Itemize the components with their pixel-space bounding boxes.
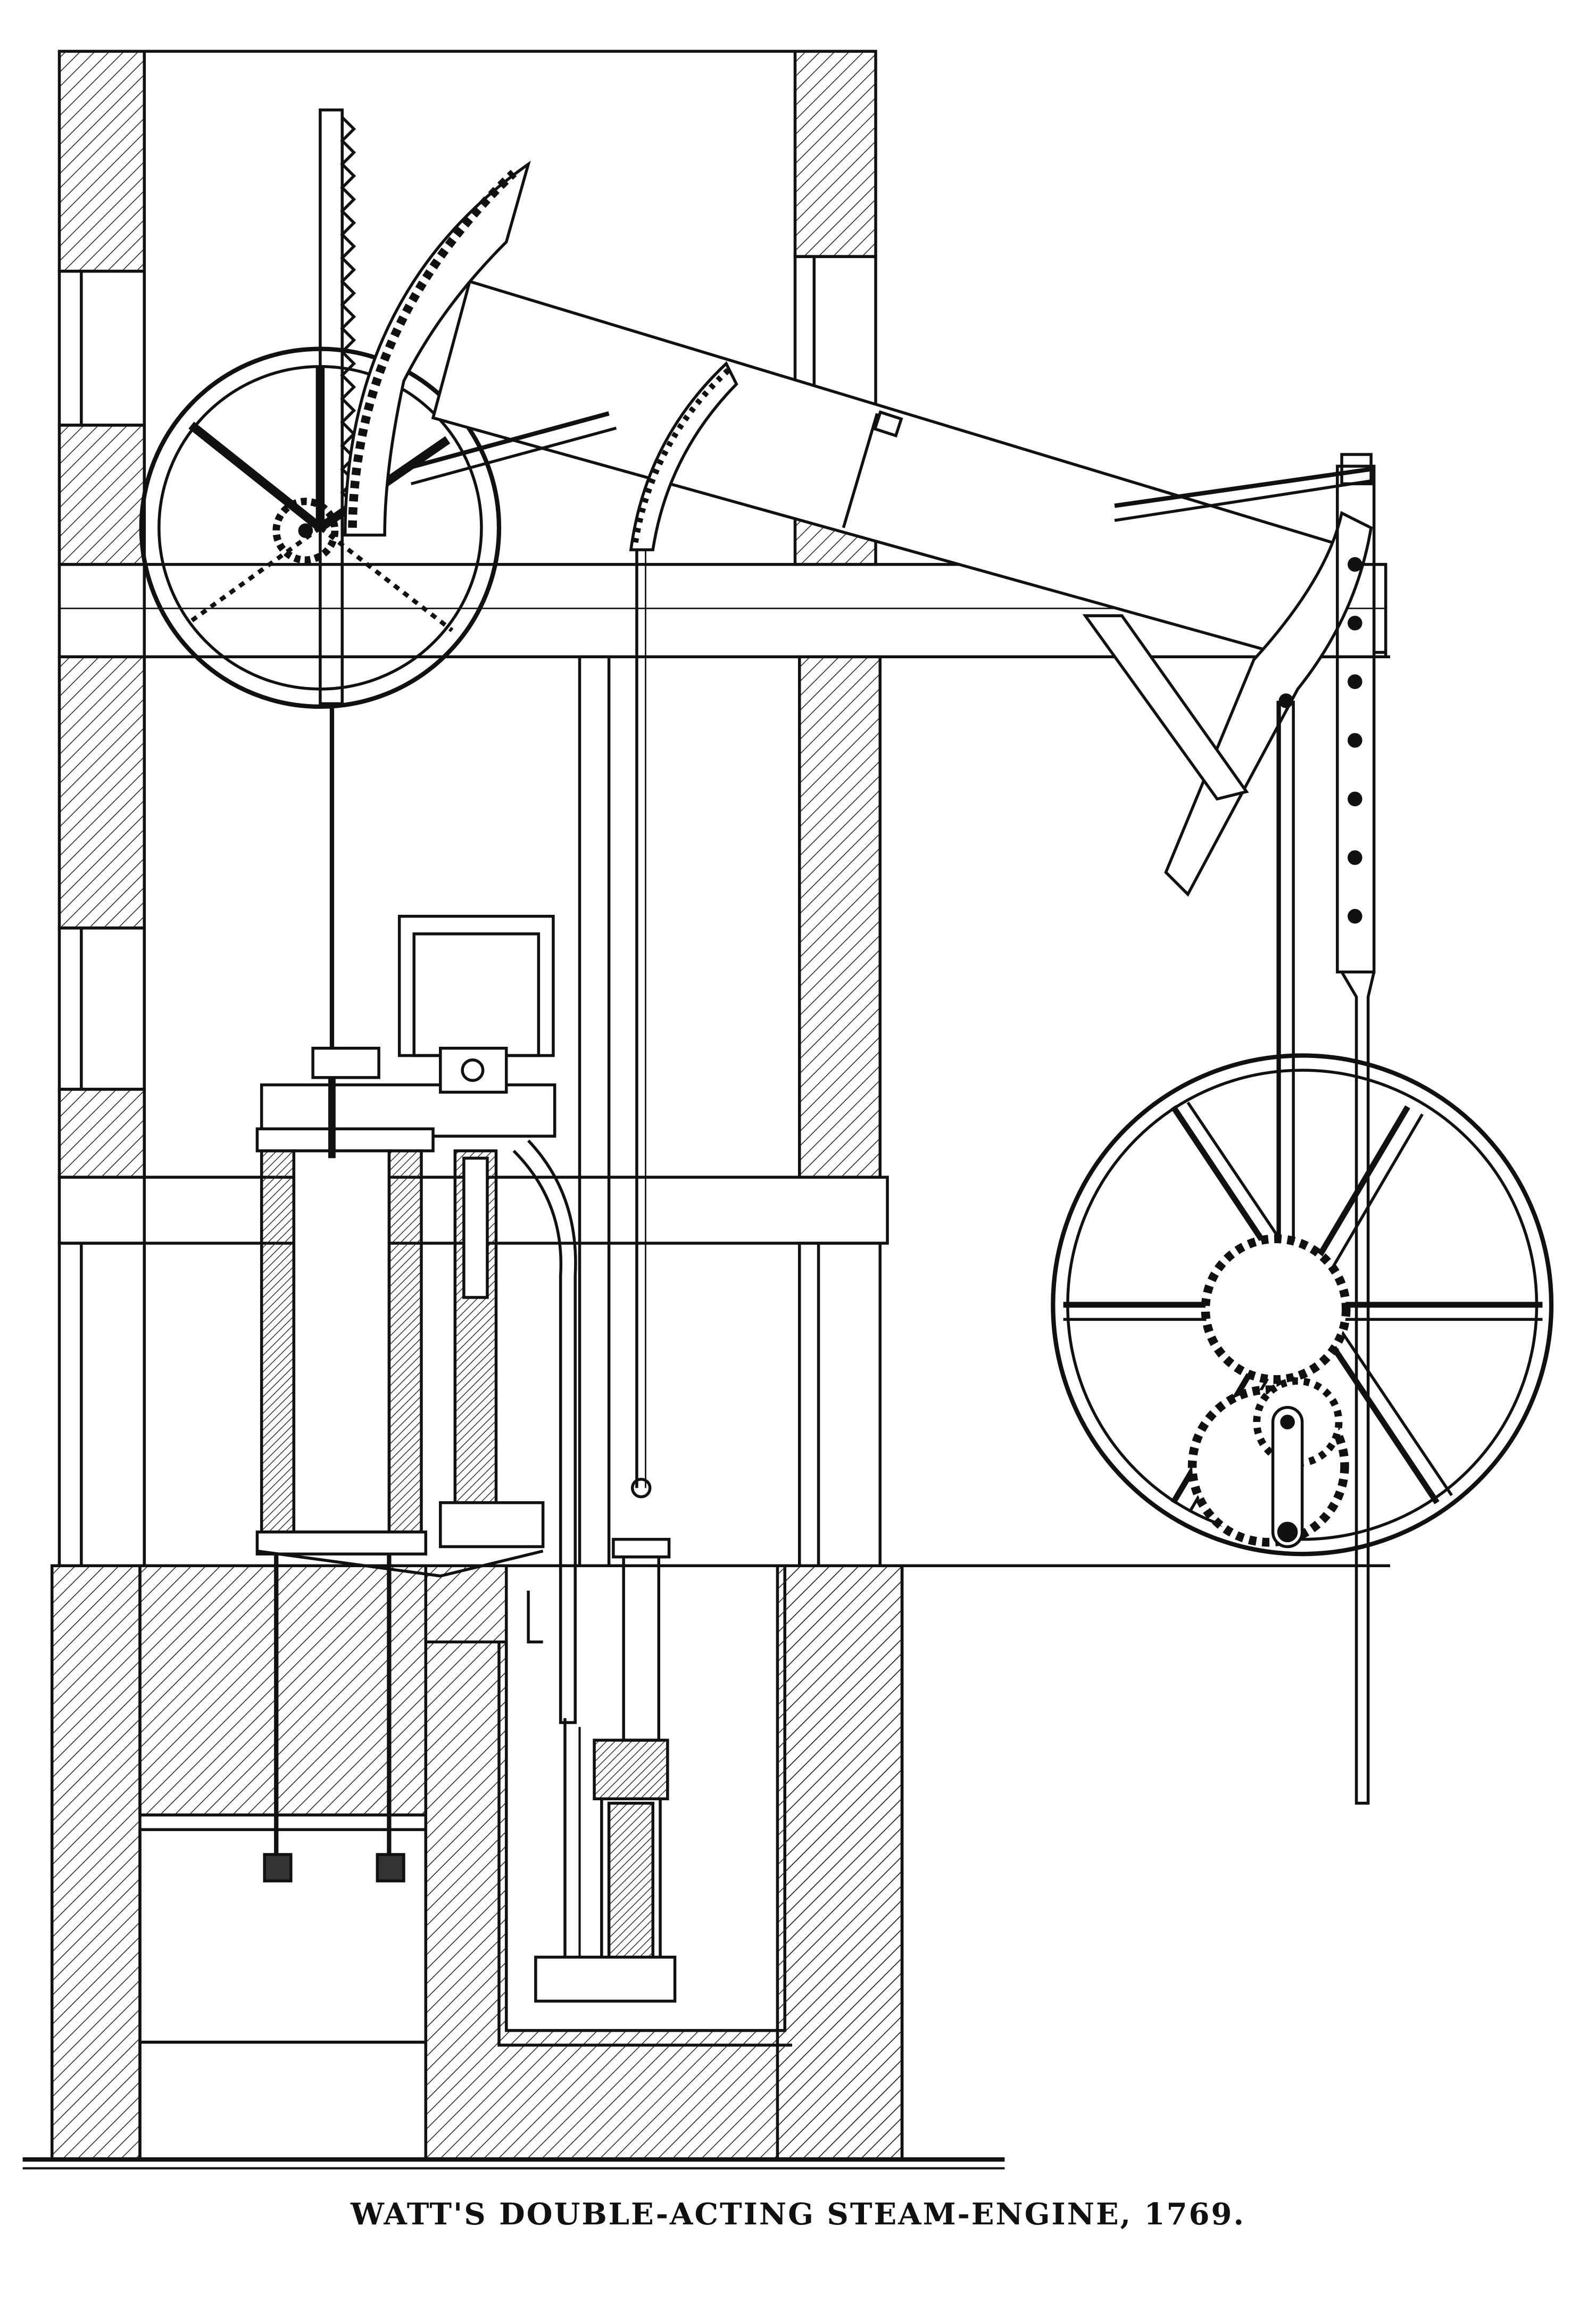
foundation-bolts [263, 1554, 405, 1883]
condenser-column [439, 1047, 577, 1724]
figure-caption: WATT'S DOUBLE-ACTING STEAM-ENGINE, 1769. [351, 2197, 1245, 2232]
walking-beam [343, 160, 1373, 897]
planet-gear [1187, 1377, 1349, 1549]
air-pump [534, 550, 677, 2003]
steam-cylinder [255, 1047, 556, 1578]
sun-gear [1201, 1234, 1351, 1384]
piston-rack-rod [319, 108, 356, 1173]
left-masonry-wall [57, 49, 146, 1568]
centre-masonry-pillar [793, 49, 882, 1568]
upper-pinion-gear [272, 498, 339, 564]
foundation-masonry [50, 1564, 904, 2161]
